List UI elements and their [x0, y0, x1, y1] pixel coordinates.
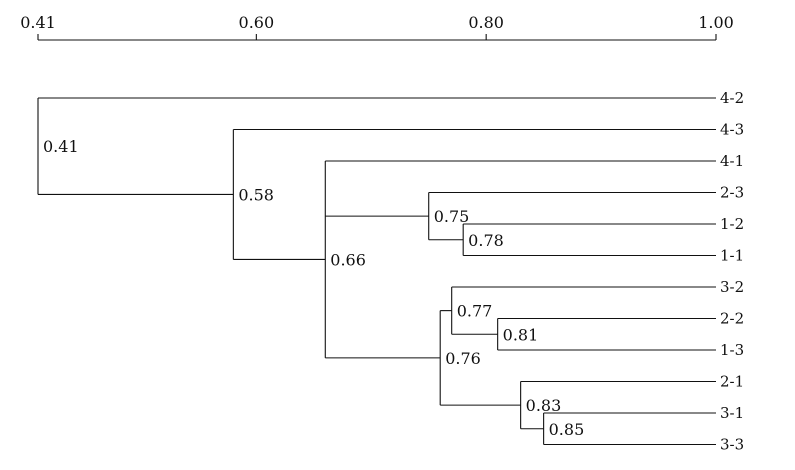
merge-similarity-label: 0.41	[43, 137, 79, 156]
merge-similarity-label: 0.77	[457, 302, 493, 321]
leaf-label: 3-1	[720, 404, 744, 422]
merge-similarity-label: 0.81	[503, 325, 539, 344]
leaf-label: 3-3	[720, 436, 744, 454]
merge-similarity-label: 0.58	[238, 185, 274, 204]
leaf-label: 1-2	[720, 215, 744, 233]
leaf-label: 2-3	[720, 184, 744, 202]
merge-similarity-label: 0.76	[445, 349, 481, 368]
leaf-labels: 4-2 4-3 4-1 2-3 1-2 1-1 3-2 2-2 1-3 2-1 3-1 3-3	[720, 89, 744, 454]
merge-similarity-label: 0.85	[549, 420, 585, 439]
axis-tick-label: 0.41	[20, 13, 56, 32]
leaf-label: 4-1	[720, 152, 744, 170]
leaf-label: 2-1	[720, 373, 744, 391]
merge-similarity-label: 0.78	[468, 231, 504, 250]
leaf-label: 1-3	[720, 341, 744, 359]
dendrogram-tree: 0.78 0.75 0.81 0.77 0.85 0.83 0.76 0.66 0.58 0.41	[37, 97, 716, 446]
axis-tick-label: 0.80	[468, 13, 504, 32]
leaf-label: 4-2	[720, 89, 744, 107]
leaf-label: 3-2	[720, 278, 744, 296]
leaf-label: 1-1	[720, 247, 744, 265]
leaf-label: 4-3	[720, 121, 744, 139]
merge-similarity-label: 0.75	[434, 207, 470, 226]
similarity-axis: 0.41 0.60 0.80 1.00	[20, 13, 734, 41]
merge-similarity-label: 0.66	[330, 250, 366, 269]
axis-tick-label: 0.60	[239, 13, 275, 32]
merge-similarity-label: 0.83	[526, 396, 562, 415]
leaf-label: 2-2	[720, 310, 744, 328]
axis-tick-label: 1.00	[698, 13, 734, 32]
